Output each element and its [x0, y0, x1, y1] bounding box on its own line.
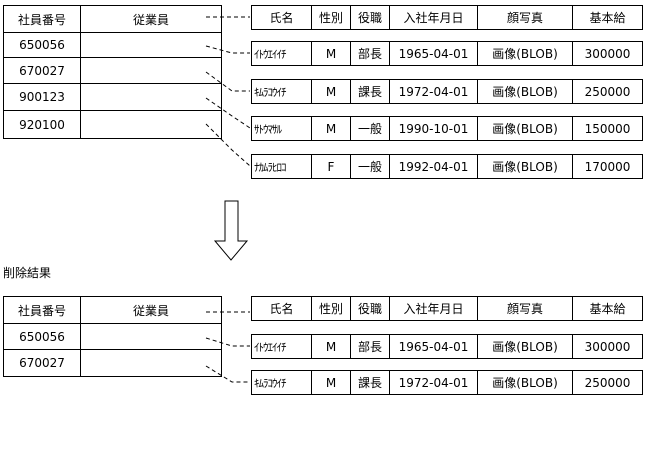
record-position: 部長	[350, 334, 390, 359]
record-photo: 画像(BLOB)	[477, 116, 573, 141]
result-label: 削除結果	[3, 266, 52, 280]
record-position: 一般	[350, 154, 390, 179]
record-hire-date: 1990-10-01	[389, 116, 478, 141]
record-position: 部長	[350, 41, 390, 66]
record-name: ｲﾄｳｴｲｲﾁ	[251, 41, 312, 66]
left-header-employee: 従業員	[80, 296, 222, 324]
left-row-id: 650056	[3, 32, 81, 58]
left-row-id: 920100	[3, 110, 81, 139]
record-hire-date: 1965-04-01	[389, 334, 478, 359]
pointer-line	[205, 97, 251, 129]
right-header-photo: 顔写真	[477, 296, 573, 321]
pointer-line	[205, 123, 251, 167]
right-header-salary: 基本給	[572, 296, 643, 321]
left-row-pointer	[80, 83, 222, 111]
right-header-gender: 性別	[311, 5, 351, 30]
record-salary: 150000	[572, 116, 643, 141]
right-header-hire-date: 入社年月日	[389, 296, 478, 321]
left-row-pointer	[80, 323, 222, 350]
right-header-position: 役職	[350, 5, 390, 30]
pointer-line	[205, 365, 250, 383]
record-hire-date: 1972-04-01	[389, 79, 478, 104]
left-row-id: 650056	[3, 323, 81, 350]
record-position: 課長	[350, 79, 390, 104]
record-photo: 画像(BLOB)	[477, 334, 573, 359]
right-header-name: 氏名	[251, 5, 312, 30]
record-gender: M	[311, 334, 351, 359]
record-photo: 画像(BLOB)	[477, 370, 573, 395]
left-row-pointer	[80, 349, 222, 377]
right-header-position: 役職	[350, 296, 390, 321]
record-name: ｲﾄｳｴｲｲﾁ	[251, 334, 312, 359]
record-photo: 画像(BLOB)	[477, 41, 573, 66]
right-header-hire-date: 入社年月日	[389, 5, 478, 30]
record-gender: M	[311, 41, 351, 66]
left-header-employee-no: 社員番号	[3, 296, 81, 324]
record-position: 一般	[350, 116, 390, 141]
record-position: 課長	[350, 370, 390, 395]
record-gender: M	[311, 79, 351, 104]
left-row-pointer	[80, 110, 222, 139]
record-name: ｷﾑﾗｺｳｲﾁ	[251, 79, 312, 104]
record-photo: 画像(BLOB)	[477, 154, 573, 179]
right-header-salary: 基本給	[572, 5, 643, 30]
record-gender: F	[311, 154, 351, 179]
record-name: ｻﾄｳﾏｻﾙ	[251, 116, 312, 141]
left-row-id: 670027	[3, 349, 81, 377]
record-photo: 画像(BLOB)	[477, 79, 573, 104]
right-header-gender: 性別	[311, 296, 351, 321]
record-name: ﾅｶﾑﾗﾋﾛｺ	[251, 154, 312, 179]
record-name: ｷﾑﾗｺｳｲﾁ	[251, 370, 312, 395]
record-salary: 300000	[572, 334, 643, 359]
left-header-employee-no: 社員番号	[3, 5, 81, 33]
right-header-name: 氏名	[251, 296, 312, 321]
record-hire-date: 1965-04-01	[389, 41, 478, 66]
record-salary: 250000	[572, 79, 643, 104]
record-hire-date: 1972-04-01	[389, 370, 478, 395]
record-salary: 250000	[572, 370, 643, 395]
right-header-photo: 顔写真	[477, 5, 573, 30]
record-salary: 300000	[572, 41, 643, 66]
down-arrow-icon	[213, 200, 249, 261]
record-salary: 170000	[572, 154, 643, 179]
pointer-line	[205, 71, 250, 92]
pointer-line	[205, 337, 250, 347]
pointer-line	[205, 45, 250, 54]
